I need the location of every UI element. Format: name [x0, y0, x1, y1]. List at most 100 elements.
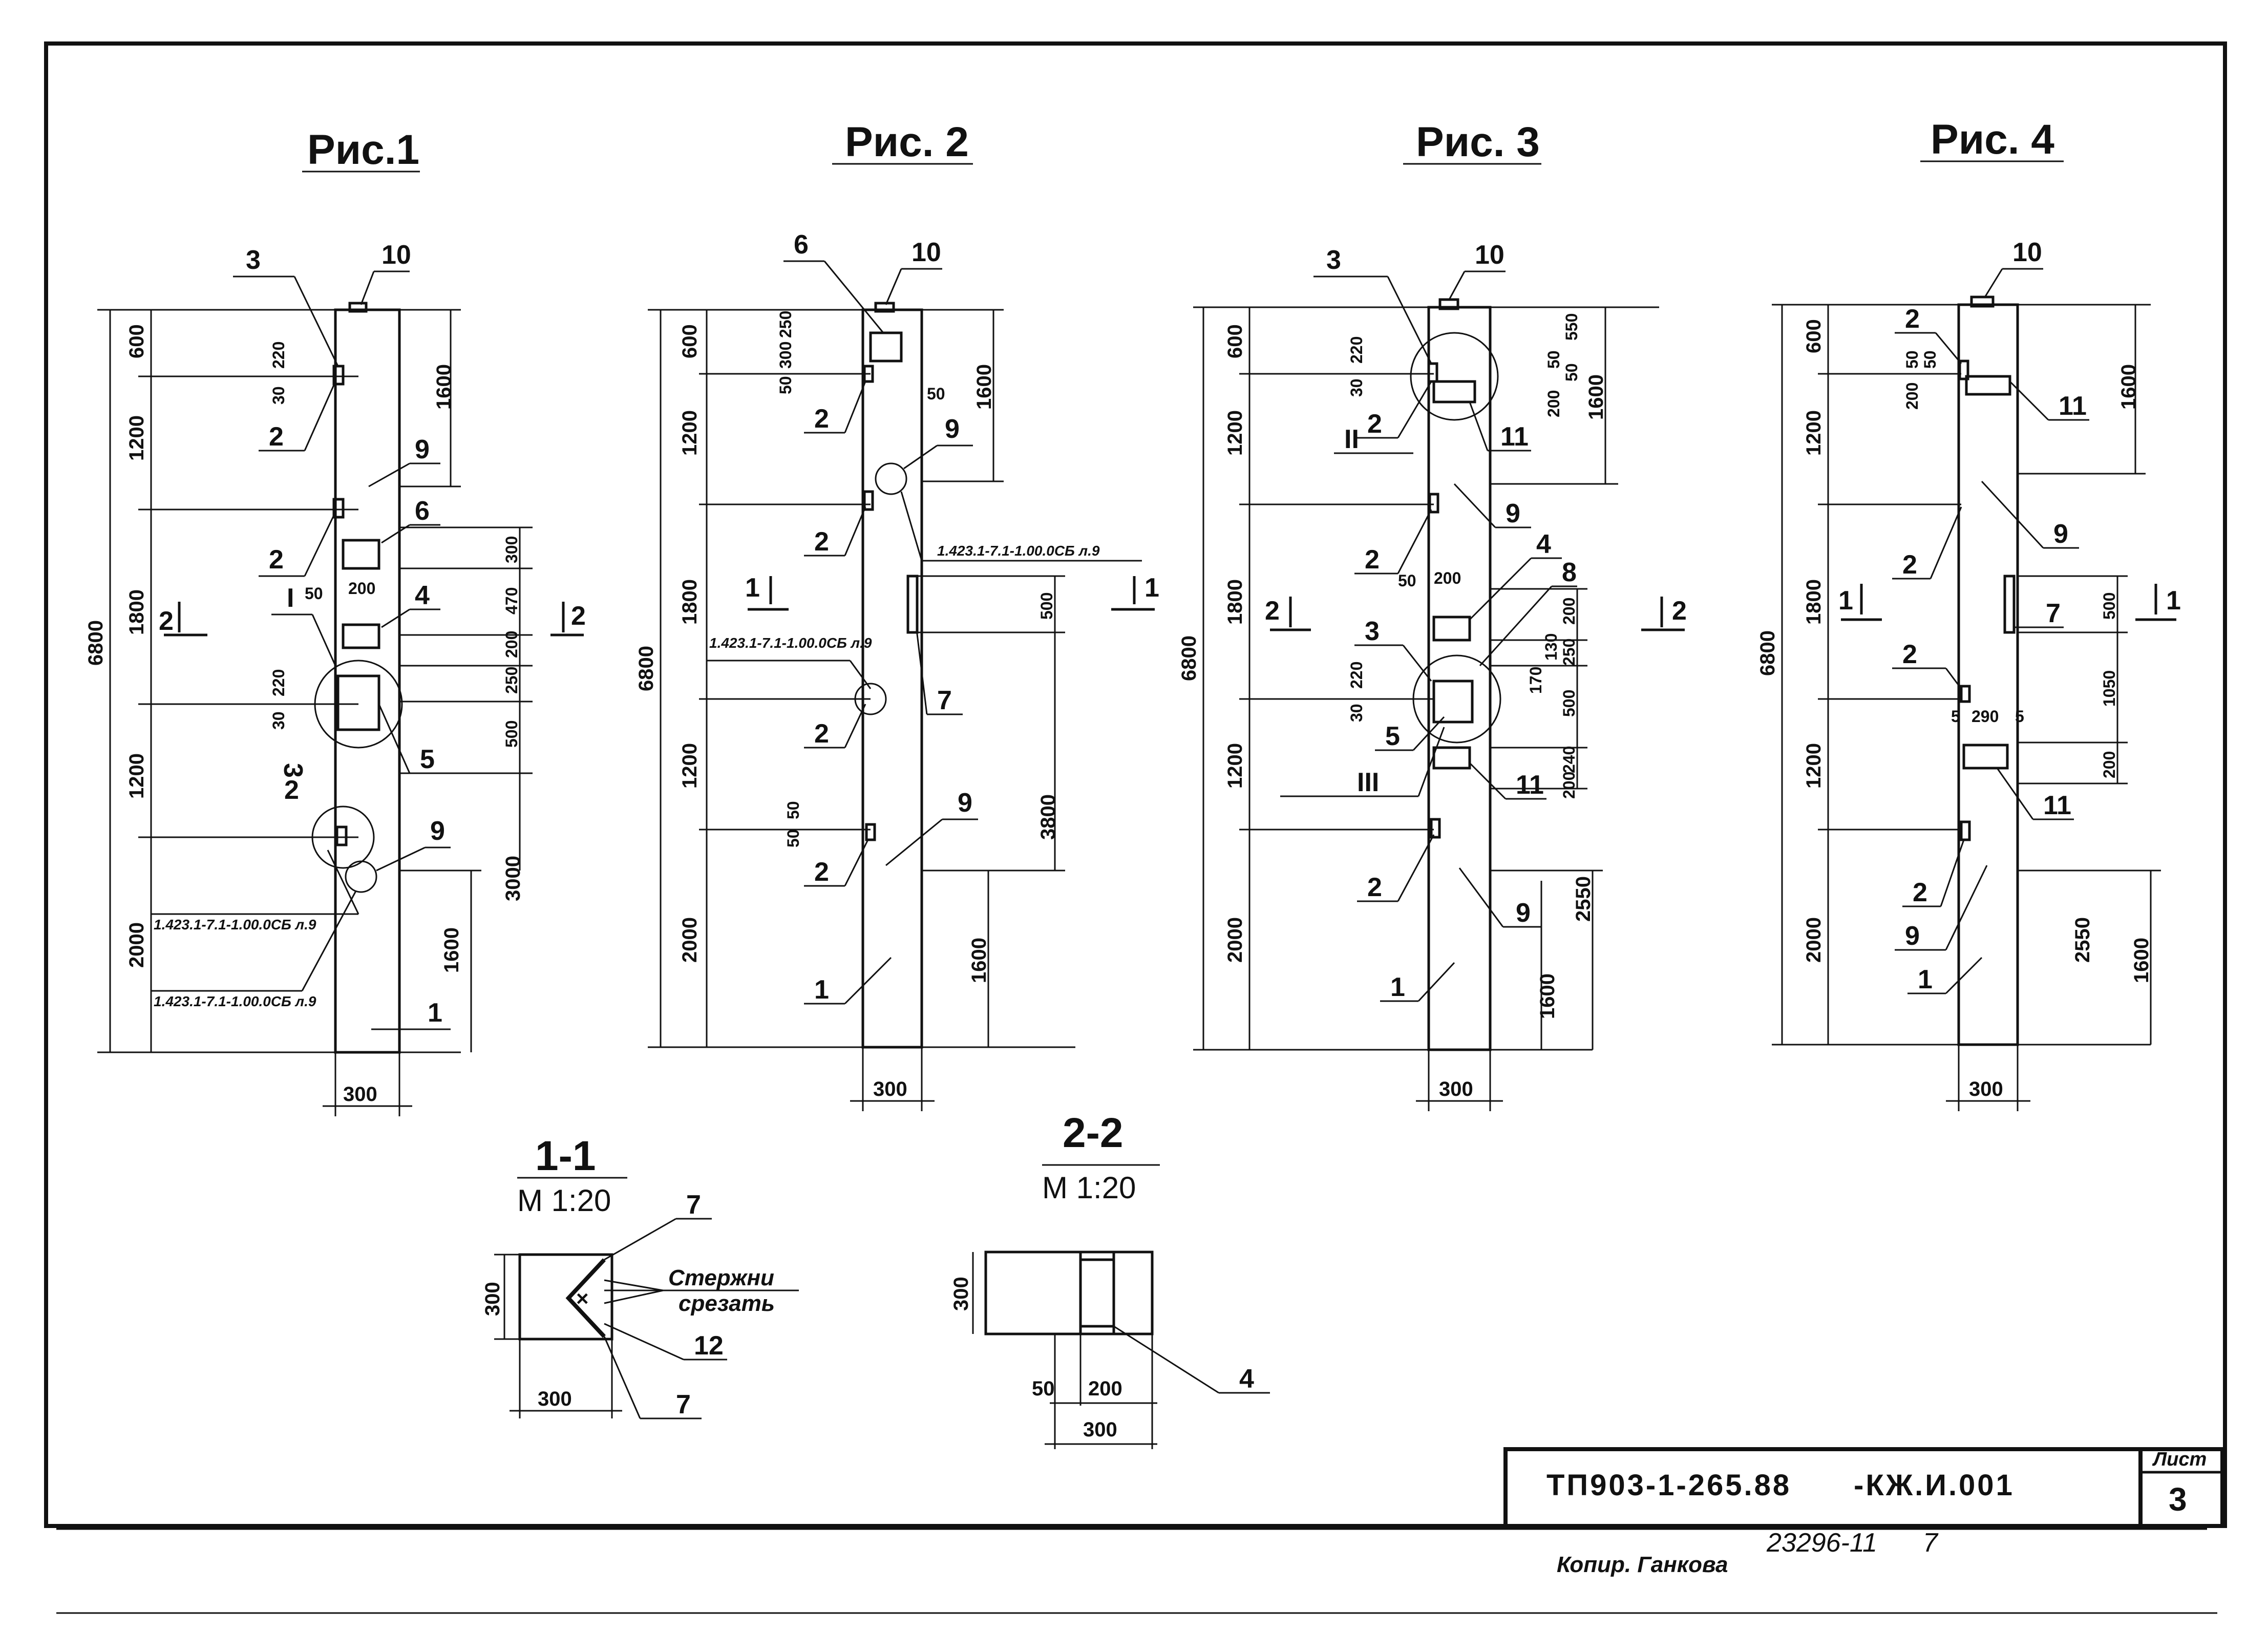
fig4-callout-2b: 2: [1902, 550, 1917, 580]
fig3-dim-inner-200: 200: [1434, 569, 1461, 587]
section-1-1-cross: ×: [576, 1286, 589, 1310]
section-2-2-dim-200: 200: [1088, 1377, 1122, 1400]
fig4-dim-1200a: 1200: [1803, 410, 1825, 456]
fig2-dim-250: 250: [776, 311, 795, 338]
fig3-dim-total: 6800: [1178, 635, 1200, 681]
fig1-dim-inner-50: 50: [305, 584, 323, 603]
fig2-callout-2d: 2: [814, 857, 829, 887]
fig2-callout-2a: 2: [814, 404, 829, 434]
fig3-section-mark-left: 2: [1265, 596, 1280, 626]
fig4-callout-2c: 2: [1902, 640, 1917, 669]
fig2-callout-10: 10: [912, 238, 941, 267]
fig3-insert-2c: [1430, 818, 1441, 839]
fig4-dim-r1050: 1050: [2100, 670, 2118, 707]
section-2-2-label: 2-2: [1063, 1110, 1124, 1156]
fig1-callout-4: 4: [415, 581, 430, 610]
fig4-callout-11a: 11: [2059, 391, 2087, 421]
section-1-1-scale: М 1:20: [517, 1183, 611, 1218]
fig4-section-mark-left: 1: [1838, 586, 1853, 616]
fig4-opening-11b: [1962, 744, 2009, 770]
fig2-callout-1: 1: [814, 975, 829, 1005]
fig4-title: Рис. 4: [1931, 116, 2054, 163]
fig3-callout-2b: 2: [1365, 545, 1380, 575]
fig1-dim-r1600: 1600: [433, 364, 455, 410]
fig1-callout-3: 3: [246, 245, 261, 275]
fig2-detail-circle-top: [875, 462, 907, 495]
fig1-callout-2c: 2: [284, 775, 299, 805]
fig4-dim-5a: 5: [1951, 707, 1960, 726]
fig1-opening-5: [336, 674, 380, 731]
fig2-dim-width: 300: [873, 1078, 907, 1100]
fig1-dim-inner-200: 200: [348, 579, 375, 598]
fig4-section-mark-right: 1: [2166, 586, 2181, 616]
fig3-section-mark-right: 2: [1672, 596, 1687, 626]
fig2-dim-50a: 50: [776, 376, 795, 394]
fig2-insert-2c: [865, 823, 876, 841]
fig1-callout-9a: 9: [415, 435, 430, 464]
fig1-callout-3b: 3: [278, 763, 308, 778]
fig3-part-10: [1438, 298, 1459, 310]
section-1-1-callout-12: 12: [694, 1331, 724, 1361]
fig3-dim-r130: 130: [1542, 633, 1560, 661]
fig2-dim-r50: 50: [927, 385, 945, 403]
footer-inventory: 23296-11: [1766, 1528, 1877, 1558]
section-2-2: 2-2 М 1:20 300 50 200 300 4: [950, 1110, 1270, 1449]
figure-1: Рис.1 6800 600 1200 1800 1200 2000 220 3…: [84, 126, 586, 1116]
fig1-opening-6: [342, 539, 380, 570]
fig2-callout-2b: 2: [814, 527, 829, 557]
fig1-dim-r300: 300: [502, 536, 521, 563]
fig3-dim-30b: 30: [1347, 704, 1366, 722]
fig3-dim-2000: 2000: [1224, 917, 1246, 963]
fig2-column: [861, 308, 923, 1049]
fig3-title: Рис. 3: [1416, 119, 1540, 165]
section-1-1-outline: [518, 1253, 613, 1341]
section-2-2-outline: [984, 1250, 1154, 1335]
fig3-opening-5: [1432, 680, 1474, 724]
fig3-dim-1200a: 1200: [1224, 410, 1246, 456]
footer-format: 7: [1923, 1528, 1939, 1558]
section-1-1-dim-height: 300: [481, 1282, 504, 1316]
fig1-callout-1: 1: [428, 998, 442, 1028]
fig3-dim-r50b: 50: [1562, 363, 1581, 381]
fig3-opening-4: [1432, 616, 1471, 642]
fig3-dim-r240: 240: [1560, 746, 1578, 773]
fig4-dim-1200b: 1200: [1803, 743, 1825, 789]
fig4-callout-7: 7: [2046, 599, 2061, 628]
fig1-section-mark-right: 2: [571, 601, 586, 631]
fig2-dim-50c: 50: [784, 829, 802, 847]
fig2-ref-mid: 1.423.1-7.1-1.00.0СБ л.9: [709, 635, 872, 651]
fig3-callout-2c: 2: [1367, 873, 1382, 902]
fig1-detail-circle-3: [345, 860, 377, 893]
fig1-part-10: [348, 302, 368, 313]
fig2-callout-9a: 9: [945, 414, 960, 444]
fig2-dim-r500: 500: [1037, 592, 1056, 620]
fig3-opening-11b: [1432, 746, 1471, 770]
fig3-callout-9a: 9: [1506, 499, 1520, 528]
fig3-callout-9b: 9: [1516, 898, 1531, 928]
fig1-callout-5: 5: [420, 745, 435, 774]
title-block-sheet-number: 3: [2169, 1481, 2187, 1518]
section-1-1-callout-7b: 7: [676, 1390, 691, 1419]
section-1-1: 1-1 М 1:20 × 300 300 7 Стержни срезать 1…: [481, 1133, 799, 1419]
fig2-dim-50b: 50: [784, 801, 802, 819]
fig3-callout-3a: 3: [1326, 245, 1341, 275]
fig3-dim-r200: 200: [1544, 390, 1563, 417]
fig4-dim-50a: 50: [1903, 350, 1921, 369]
fig1-dim-220b: 220: [269, 669, 288, 696]
fig3-dim-r1600b: 1600: [1536, 973, 1559, 1019]
fig2-dim-total: 6800: [635, 646, 658, 691]
fig3-dim-width: 300: [1439, 1078, 1473, 1100]
fig3-dim-r50a: 50: [1544, 350, 1563, 369]
title-block-frame: [1503, 1447, 2224, 1528]
fig4-dim-r200: 200: [2100, 751, 2118, 778]
fig3-column: [1427, 306, 1492, 1051]
fig3-dim-r2550: 2550: [1572, 876, 1595, 922]
fig1-callout-10: 10: [381, 240, 411, 270]
fig1-dim-30a: 30: [269, 386, 288, 405]
fig3-callout-10: 10: [1475, 240, 1504, 270]
section-2-2-dim-width: 300: [1083, 1418, 1117, 1441]
fig3-dim-600: 600: [1224, 324, 1246, 358]
section-2-2-scale: М 1:20: [1042, 1171, 1136, 1205]
fig4-dim-2000: 2000: [1803, 917, 1825, 963]
